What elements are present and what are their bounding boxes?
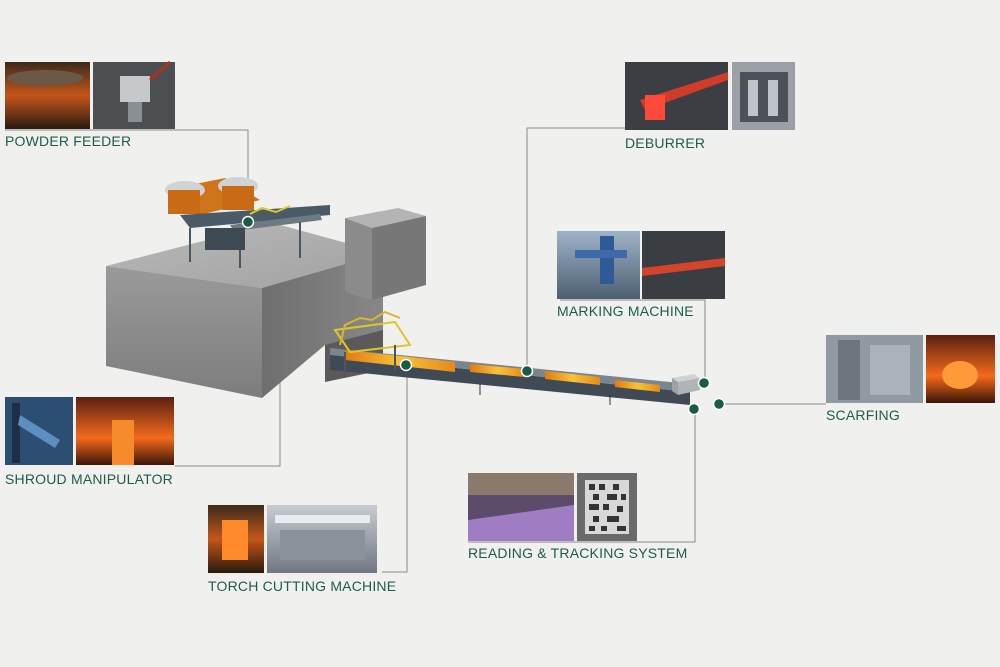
- deburrer-photos: [625, 62, 795, 130]
- caster-building: [106, 208, 426, 398]
- conveyor: [330, 310, 700, 405]
- ladle-turret: [165, 177, 330, 268]
- node-scarfing: [712, 397, 726, 411]
- label-reading-tracking: READING & TRACKING SYSTEM: [468, 545, 688, 561]
- label-deburrer: DEBURRER: [625, 135, 706, 151]
- label-powder-feeder: POWDER FEEDER: [5, 133, 132, 149]
- reading-tracking-photos: [468, 473, 637, 541]
- label-marking-machine: MARKING MACHINE: [557, 303, 694, 319]
- node-torch-cutting: [399, 358, 413, 372]
- label-torch-cutting: TORCH CUTTING MACHINE: [208, 578, 397, 594]
- shroud-manipulator-photos: [5, 397, 174, 465]
- marking-machine-photos: [557, 231, 725, 299]
- label-scarfing: SCARFING: [826, 407, 900, 423]
- node-powder-feeder: [241, 215, 255, 229]
- label-shroud-manipulator: SHROUD MANIPULATOR: [5, 471, 173, 487]
- node-reading-tracking: [687, 402, 701, 416]
- node-dots: [241, 215, 726, 416]
- node-marking-machine: [697, 376, 711, 390]
- powder-feeder-photos: [5, 60, 175, 129]
- node-deburrer: [520, 364, 534, 378]
- scarfing-photos: [826, 335, 995, 403]
- torch-cutting-photos: [208, 505, 377, 573]
